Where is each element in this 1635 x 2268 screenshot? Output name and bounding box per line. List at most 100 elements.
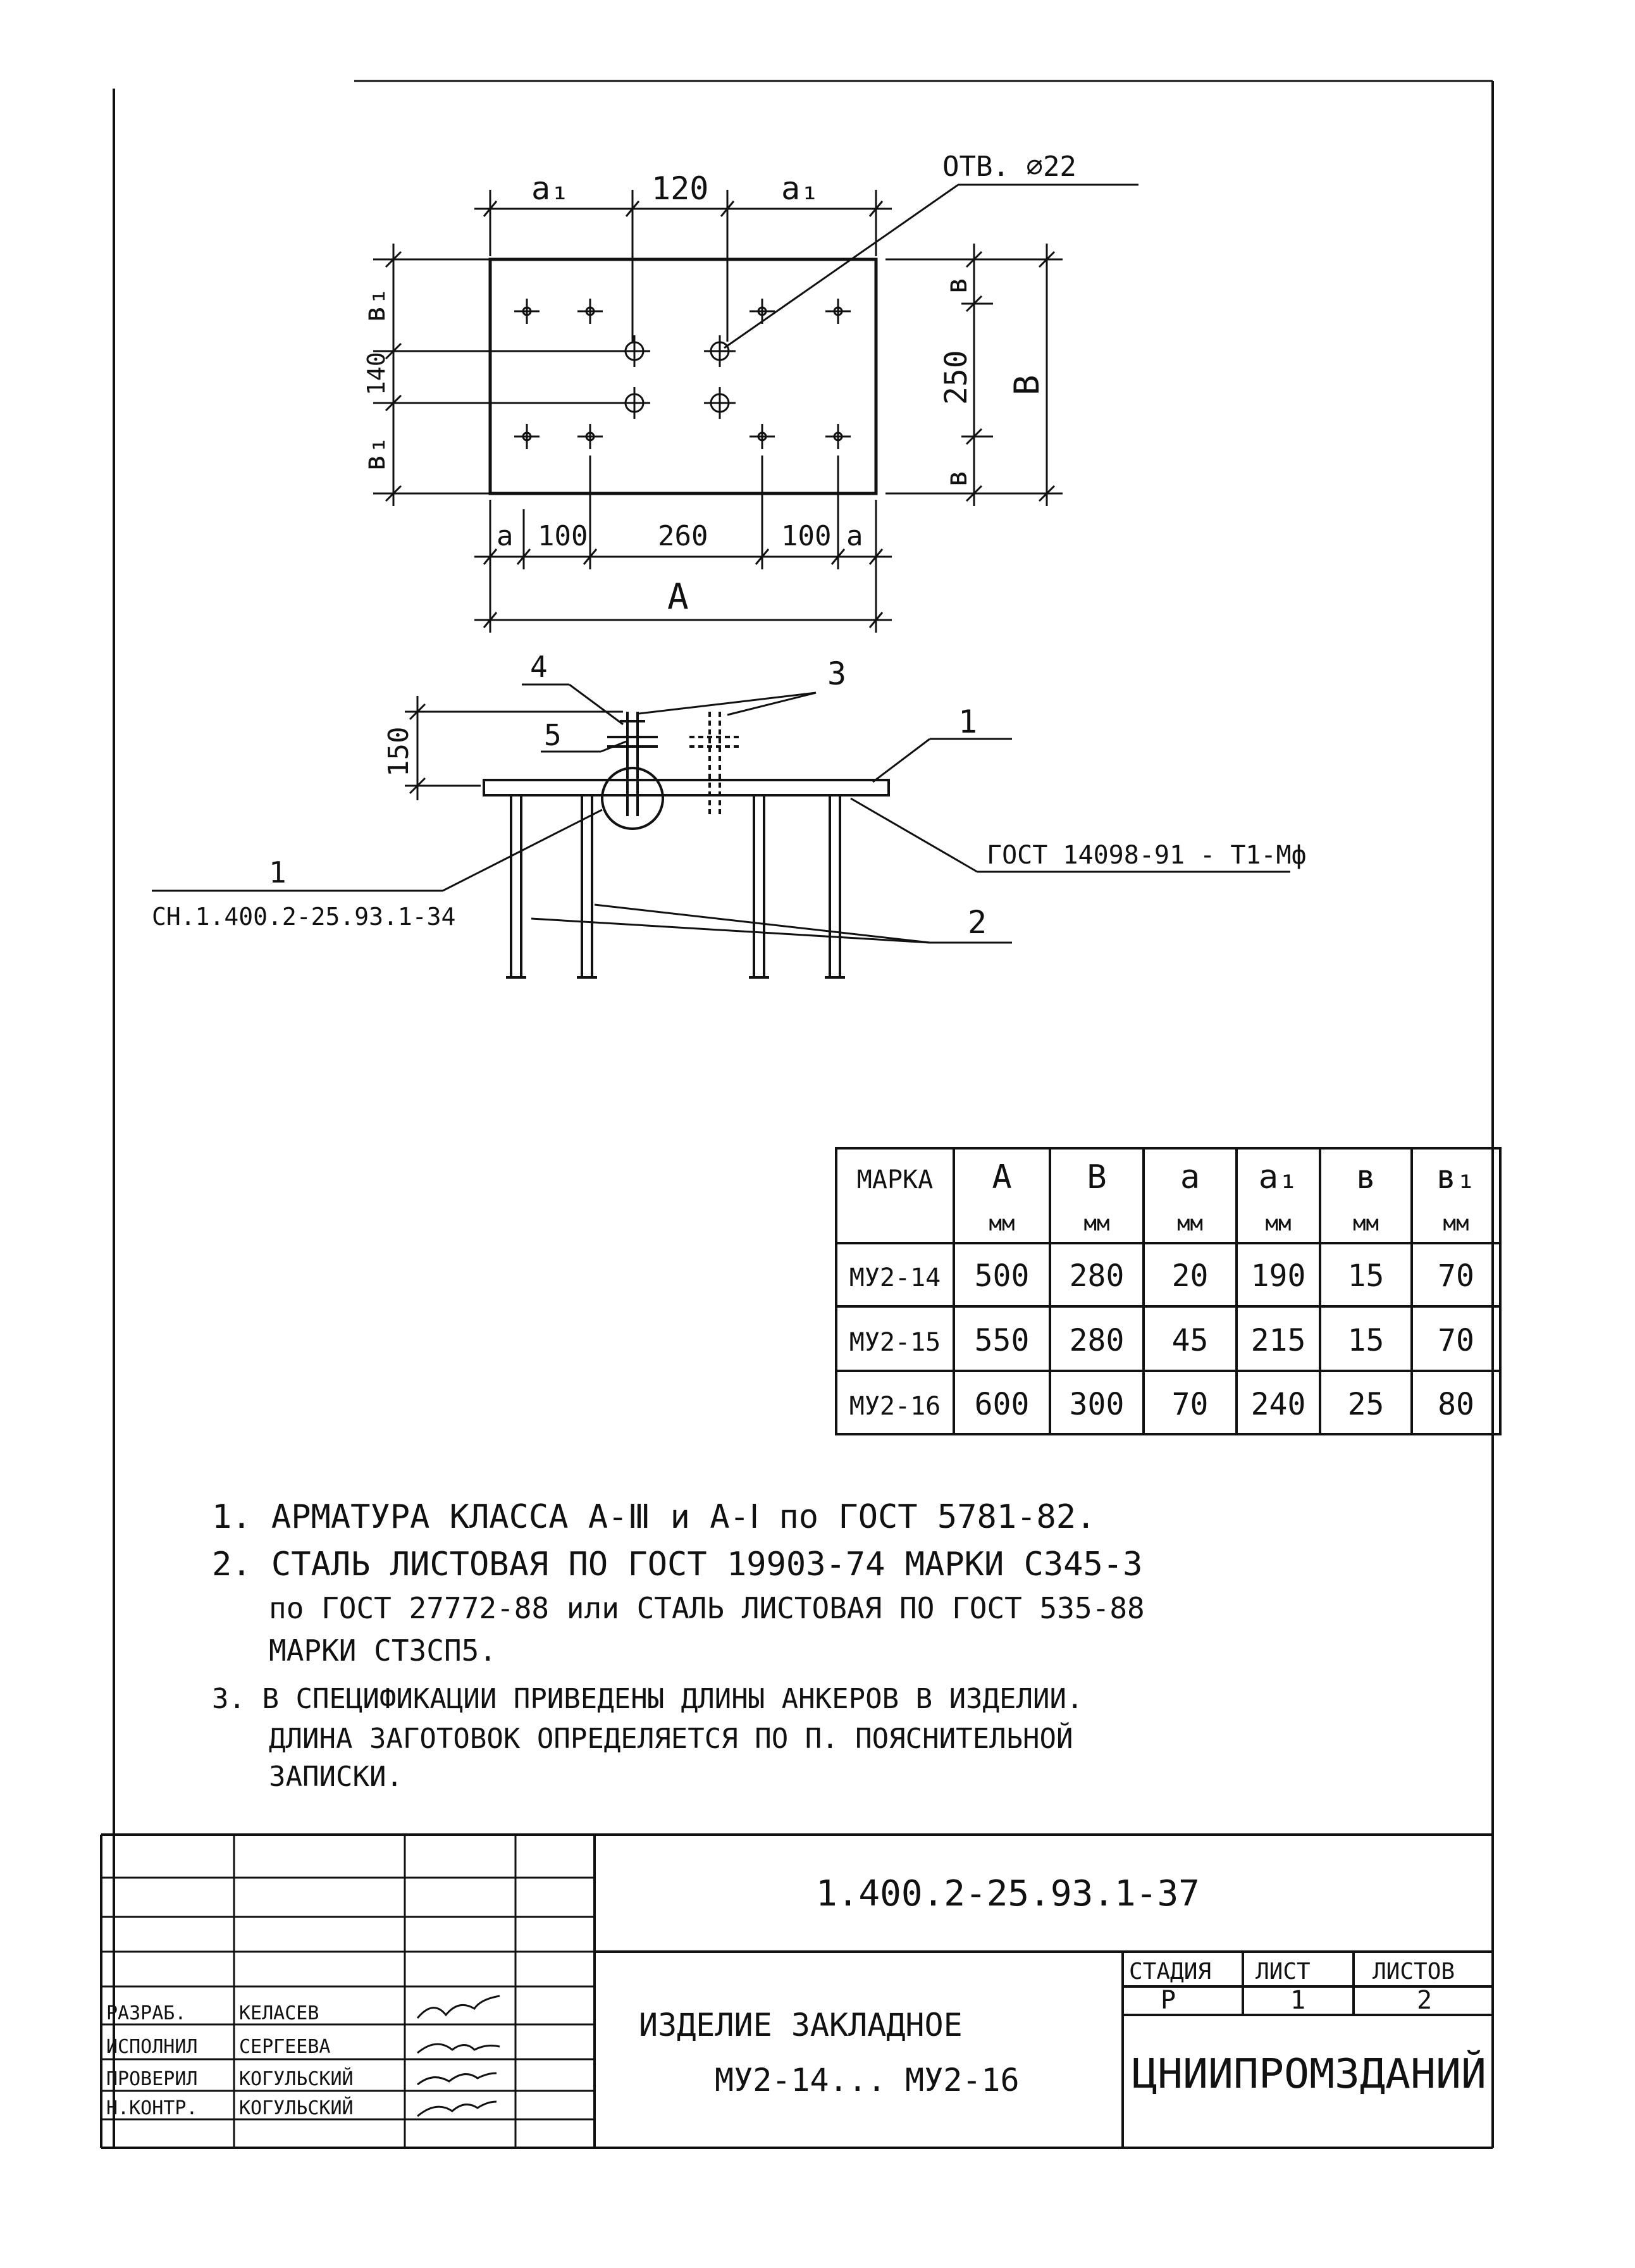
dim-150: 150 xyxy=(383,727,415,777)
anchor-mark xyxy=(514,424,540,449)
note-3b: ДЛИНА ЗАГОТОВОК ОПРЕДЕЛЯЕТСЯ ПО П. ПОЯСН… xyxy=(269,1721,1073,1755)
anchor-mark xyxy=(577,299,603,324)
table-header-cell: в xyxy=(1356,1158,1376,1196)
staff-name: СЕРГЕЕВА xyxy=(239,2036,331,2058)
dim-b-bottom: в xyxy=(939,469,973,487)
dim-260: 260 xyxy=(658,520,708,552)
left-dimension-chain xyxy=(373,244,626,506)
table-data-cell: МУ2-14 xyxy=(849,1263,941,1292)
anchor-mark xyxy=(514,299,540,324)
table-header-cell: В xyxy=(1087,1158,1106,1196)
dim-B-total: В xyxy=(1007,375,1047,395)
sheets-label: ЛИСТОВ xyxy=(1373,1959,1455,1985)
dim-a1-left: a₁ xyxy=(531,170,569,207)
table-data-cell: 190 xyxy=(1251,1258,1306,1294)
sheet-frame xyxy=(101,80,1494,2149)
section-view: 150 4 5 3 1 2 ГОСТ 14098-91 - Т1-Мф 1 СН… xyxy=(152,650,1307,979)
table-data-cell: 550 xyxy=(975,1323,1030,1358)
staff-name: КОГУЛЬСКИЙ xyxy=(239,2097,354,2119)
title-block: 1.400.2-25.93.1-37 ИЗДЕЛИЕ ЗАКЛАДНОЕ МУ2… xyxy=(100,1833,1493,2148)
notes: 1. АРМАТУРА КЛАССА А-Ⅲ и А-Ⅰ по ГОСТ 578… xyxy=(212,1498,1145,1793)
table-data-cell: 25 xyxy=(1348,1387,1385,1422)
hole-callout-text: ОТВ. ∅22 xyxy=(942,151,1077,183)
label-pos-1: 1 xyxy=(958,703,977,740)
note-3a: 3. В СПЕЦИФИКАЦИИ ПРИВЕДЕНЫ ДЛИНЫ АНКЕРО… xyxy=(212,1683,1083,1715)
dim-A-total: А xyxy=(667,576,689,617)
dim-b1-top: в₁ xyxy=(357,288,392,323)
weld-note: ГОСТ 14098-91 - Т1-Мф xyxy=(987,841,1307,870)
stage-value: Р xyxy=(1161,1986,1176,2015)
plan-view: ОТВ. ∅22 a₁ 120 a₁ в₁ 140 в₁ xyxy=(357,151,1138,633)
hole-callout-leader xyxy=(724,183,1138,349)
plate-outline xyxy=(488,257,878,495)
dim-a-left: а xyxy=(497,520,514,552)
height-dimension xyxy=(405,696,623,800)
node-ref-number: 1 xyxy=(269,855,287,889)
hole-mark xyxy=(704,335,736,367)
table-data-cell: 280 xyxy=(1070,1323,1125,1358)
signatures xyxy=(416,1995,500,2117)
sheet-value: 1 xyxy=(1290,1986,1305,2015)
staff-name: КЕЛАСЕВ xyxy=(239,2002,319,2024)
staff-role: Н.КОНТР. xyxy=(106,2097,198,2119)
table-data-cell: 70 xyxy=(1172,1387,1209,1422)
table-data-cell: 215 xyxy=(1251,1323,1306,1358)
anchor-mark xyxy=(750,299,775,324)
staff-role: ПРОВЕРИЛ xyxy=(106,2068,198,2090)
table-unit-cell: мм xyxy=(1443,1211,1469,1236)
table-data-cell: 300 xyxy=(1070,1387,1125,1422)
table-data-cell: 80 xyxy=(1438,1387,1474,1422)
section-studs xyxy=(607,712,740,816)
bottom-dimension-chain xyxy=(474,455,892,633)
table-data-cell: МУ2-16 xyxy=(849,1392,941,1421)
doc-code: 1.400.2-25.93.1-37 xyxy=(816,1873,1200,1914)
label-pos-5: 5 xyxy=(544,718,562,752)
table-data-cell: 600 xyxy=(975,1387,1030,1422)
note-2a: 2. СТАЛЬ ЛИСТОВАЯ ПО ГОСТ 19903-74 МАРКИ… xyxy=(212,1546,1142,1583)
section-plate xyxy=(483,779,890,796)
anchor-mark xyxy=(825,424,851,449)
staff-role: ИСПОЛНИЛ xyxy=(106,2036,198,2058)
table-unit-cell: мм xyxy=(1084,1211,1110,1236)
anchor-mark xyxy=(825,299,851,324)
table-header-cell: МАРКА xyxy=(857,1165,933,1194)
hole-mark xyxy=(704,387,736,419)
table-header-cell: а xyxy=(1180,1158,1200,1196)
note-2c: МАРКИ СТ3СП5. xyxy=(269,1633,497,1668)
table-data-cell: 70 xyxy=(1438,1323,1474,1358)
label-pos-4: 4 xyxy=(530,650,548,684)
table-header-cell: А xyxy=(992,1158,1011,1196)
table-data-cell: 45 xyxy=(1172,1323,1209,1358)
dim-b-top: в xyxy=(939,276,973,294)
dim-a1-right: a₁ xyxy=(781,170,819,207)
table-data-cell: 20 xyxy=(1172,1258,1209,1294)
staff-role: РАЗРАБ. xyxy=(106,2002,186,2024)
table-header-cell: в₁ xyxy=(1436,1158,1476,1196)
title-line-2: МУ2-14... МУ2-16 xyxy=(715,2062,1020,2098)
dim-a-right: а xyxy=(846,520,863,552)
right-dimension-chain xyxy=(885,244,1063,506)
table-data-cell: 15 xyxy=(1348,1323,1385,1358)
table-data-cell: 240 xyxy=(1251,1387,1306,1422)
dim-140: 140 xyxy=(362,352,390,395)
anchor-holes xyxy=(514,299,851,449)
node-ref-sheet: СН.1.400.2-25.93.1-34 xyxy=(152,903,455,931)
title-line-1: ИЗДЕЛИЕ ЗАКЛАДНОЕ xyxy=(639,2007,963,2043)
anchor-mark xyxy=(750,424,775,449)
dim-100-right: 100 xyxy=(781,520,831,552)
table-unit-cell: мм xyxy=(989,1211,1015,1236)
table-data-cell: МУ2-15 xyxy=(849,1328,941,1357)
sheet-label: ЛИСТ xyxy=(1256,1959,1311,1985)
table-data-cell: 15 xyxy=(1348,1258,1385,1294)
anchor-mark xyxy=(577,424,603,449)
table-data-cell: 70 xyxy=(1438,1258,1474,1294)
table-data-cell: 500 xyxy=(975,1258,1030,1294)
label-pos-3: 3 xyxy=(827,655,846,692)
staff-name: КОГУЛЬСКИЙ xyxy=(239,2067,354,2090)
dim-b1-bottom: в₁ xyxy=(357,437,392,471)
stage-label: СТАДИЯ xyxy=(1129,1959,1211,1985)
label-pos-2: 2 xyxy=(968,904,987,941)
organization: ЦНИИПРОМЗДАНИЙ xyxy=(1132,2050,1486,2098)
